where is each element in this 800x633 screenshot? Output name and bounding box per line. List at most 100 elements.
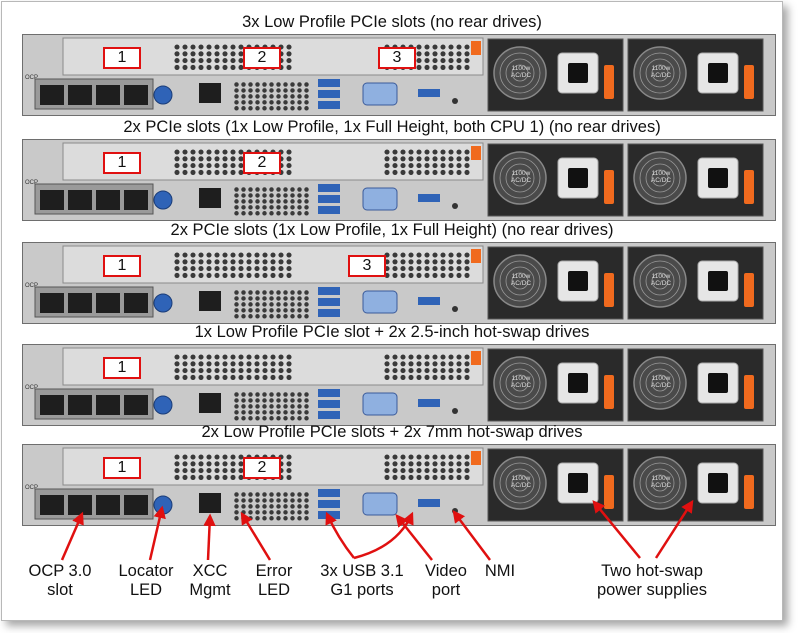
usb-port: [418, 499, 440, 507]
latch-tab: [471, 249, 481, 263]
fan-ring: [505, 468, 535, 498]
ac-socket: [568, 63, 588, 83]
vent-grille: [384, 149, 470, 175]
latch-tab: [471, 146, 481, 160]
ocp-port: [68, 293, 92, 313]
locator-led: [153, 395, 173, 415]
video-port: [362, 290, 398, 314]
ocp-marking: OCP: [25, 283, 39, 289]
usb-port: [318, 206, 340, 214]
usb-port: [318, 500, 340, 508]
xcc-port: [199, 493, 221, 513]
vent-grille: [174, 354, 292, 380]
psu-rating-label: 1100w AC/DC: [650, 273, 672, 287]
video-port: [362, 187, 398, 211]
locator-led: [153, 293, 173, 313]
usb-port: [318, 511, 340, 519]
fan-grille: [633, 356, 687, 410]
callout-error-led: Error LED: [255, 562, 293, 599]
config-title-1: 3x Low Profile PCIe slots (no rear drive…: [242, 13, 542, 31]
fan-grille: [493, 456, 547, 510]
vent-grille: [234, 82, 309, 111]
vent-grille: [234, 392, 309, 421]
slot-label: 1: [103, 47, 141, 69]
ocp-port: [96, 293, 120, 313]
slot-label: 3: [378, 47, 416, 69]
video-port: [362, 82, 398, 106]
xcc-port: [199, 393, 221, 413]
psu-latch: [604, 375, 614, 409]
ocp-port: [40, 190, 64, 210]
fan-ring: [505, 163, 535, 193]
callout-power-supplies: Two hot-swap power supplies: [596, 562, 708, 599]
usb-port: [318, 195, 340, 203]
ocp-port: [40, 495, 64, 515]
ocp-port: [96, 190, 120, 210]
psu-rating-label: 1100w AC/DC: [650, 375, 672, 389]
psu-latch: [744, 475, 754, 509]
fan-ring: [639, 157, 681, 199]
ac-socket: [568, 168, 588, 188]
psu-latch: [744, 375, 754, 409]
latch-tab: [471, 351, 481, 365]
slot-label: 1: [103, 255, 141, 277]
server-rear-graphic: [23, 140, 775, 220]
ocp-marking: OCP: [25, 180, 39, 186]
usb-port: [318, 90, 340, 98]
usb-port: [318, 309, 340, 317]
ocp-port: [96, 395, 120, 415]
fan-ring: [505, 266, 535, 296]
fan-ring: [645, 368, 675, 398]
psu-rating-label: 1100w AC/DC: [650, 475, 672, 489]
psu-rating-label: 1100w AC/DC: [510, 375, 532, 389]
fan-ring: [645, 468, 675, 498]
usb-port: [318, 298, 340, 306]
callout-nmi: NMI: [484, 562, 516, 580]
usb-port: [418, 194, 440, 202]
fan-ring: [505, 58, 535, 88]
psu-rating-label: 1100w AC/DC: [650, 170, 672, 184]
fan-ring: [499, 362, 541, 404]
fan-ring: [651, 169, 669, 187]
usb-port: [318, 389, 340, 397]
fan-ring: [645, 266, 675, 296]
slot-label: 2: [243, 152, 281, 174]
latch-tab: [471, 41, 481, 55]
fan-ring: [639, 260, 681, 302]
ac-socket: [708, 373, 728, 393]
fan-ring: [499, 157, 541, 199]
vent-grille: [384, 252, 470, 278]
ocp-port: [68, 495, 92, 515]
latch-tab: [471, 451, 481, 465]
fan-ring: [511, 64, 529, 82]
ac-socket: [568, 373, 588, 393]
xcc-port: [199, 291, 221, 311]
fan-ring: [505, 368, 535, 398]
config-title-5: 2x Low Profile PCIe slots + 2x 7mm hot-s…: [201, 423, 583, 441]
server-rear-graphic: [23, 345, 775, 425]
ocp-marking: OCP: [25, 485, 39, 491]
psu-rating-label: 1100w AC/DC: [650, 65, 672, 79]
config-title-3: 2x PCIe slots (1x Low Profile, 1x Full H…: [170, 221, 614, 239]
callout-xcc-mgmt: XCC Mgmt: [189, 562, 231, 599]
ac-socket: [708, 168, 728, 188]
callout-locator-led: Locator LED: [118, 562, 174, 599]
usb-port: [418, 297, 440, 305]
ac-socket: [568, 473, 588, 493]
ocp-port: [40, 293, 64, 313]
usb-port: [318, 101, 340, 109]
psu-rating-label: 1100w AC/DC: [510, 170, 532, 184]
fan-ring: [639, 362, 681, 404]
psu-latch: [744, 170, 754, 204]
ac-socket: [568, 271, 588, 291]
psu-latch: [604, 170, 614, 204]
fan-ring: [651, 474, 669, 492]
ocp-port: [40, 85, 64, 105]
psu-latch: [744, 65, 754, 99]
locator-led: [153, 495, 173, 515]
fan-ring: [645, 58, 675, 88]
ocp-port: [68, 85, 92, 105]
slot-label: 3: [348, 255, 386, 277]
nmi-button: [452, 98, 458, 104]
fan-ring: [511, 169, 529, 187]
